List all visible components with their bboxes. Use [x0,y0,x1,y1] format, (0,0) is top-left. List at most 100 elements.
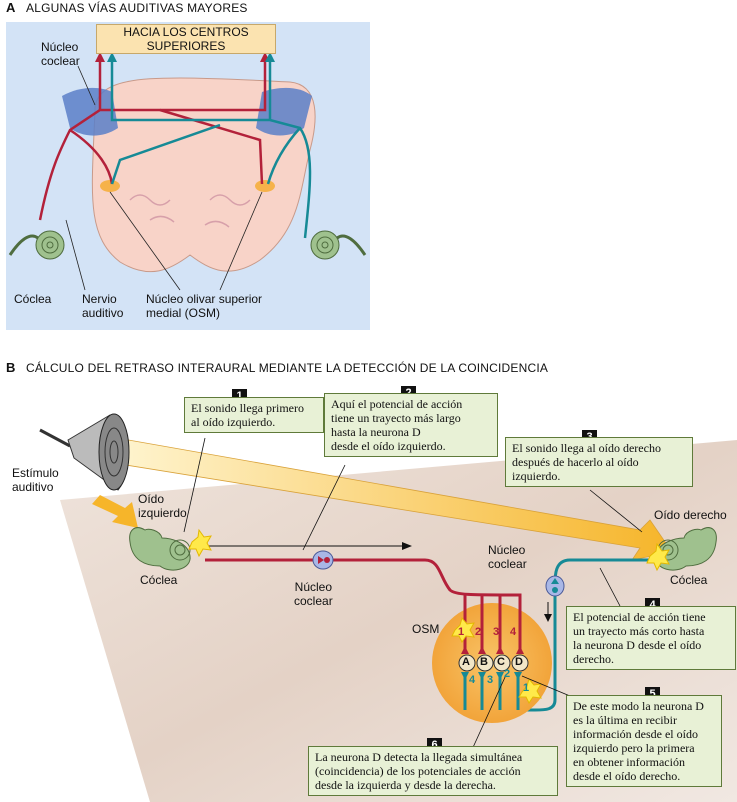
stimulus-label-line-2: auditivo [12,480,54,494]
panel-b-letter: B [6,360,16,375]
callout-5-line-5: en obtener información [573,755,685,769]
callout-5: De este modo la neurona D es la última e… [566,695,722,787]
higher-centers-line-2: SUPERIORES [146,39,226,53]
callout-2-line-1: Aquí el potencial de acción [331,397,463,411]
callout-5-line-3: información desde el oído [573,727,698,741]
panel-a-letter: A [6,0,16,15]
callout-5-line-2: es la última en recibir [573,713,677,727]
auditory-nerve-label: Nervio auditivo [82,292,123,320]
cochlear-nucleus-label-line-2: coclear [41,54,80,68]
olivar-nucleus-label-line-2: medial (OSM) [146,306,221,320]
left-ear-b [129,527,212,571]
left-ear-label: Oído izquierdo [138,492,187,520]
nucleus-left-label: Núcleo coclear [294,580,333,608]
neuron-c-label: C [497,656,505,668]
delay-top-4: 4 [510,626,517,638]
callout-4-line-2: un trayecto más corto hasta [573,624,705,638]
red-pathway-1 [38,60,267,221]
delay-top-2: 2 [475,626,482,638]
neuron-a-label: A [462,656,470,668]
callout-2-line-4: desde el oído izquierdo. [331,439,446,453]
higher-centers-box: HACIA LOS CENTROS SUPERIORES [96,24,276,54]
callout-5-line-1: De este modo la neurona D [573,699,704,713]
callout-4-line-3: la neurona D desde el oído [573,638,702,652]
brainstem-texture [129,194,251,228]
callout-3-line-3: izquierdo. [512,469,561,483]
delay-bottom-4: 4 [469,674,476,686]
right-ear-label: Oído derecho [654,508,727,522]
burst-top-left [451,616,475,643]
nucleus-right-label-line-1: Núcleo [488,543,526,557]
callout-4: El potencial de acción tiene un trayecto… [566,606,736,670]
cochlear-nucleus-label-line-1: Núcleo [41,40,79,54]
panel-a-diagram [8,52,367,291]
cochlea-left-label: Cóclea [140,573,178,587]
olivar-nucleus-label: Núcleo olivar superior medial (OSM) [146,292,262,320]
cochlea-right-label: Cóclea [670,573,708,587]
right-osm [255,180,275,192]
neuron-d [511,654,529,672]
callout-2-line-3: hasta la neurona D [331,425,421,439]
cochlear-nucleus-label: Núcleo coclear [41,40,80,68]
callout-2-line-2: tiene un trayecto más largo [331,411,461,425]
teal-arrowhead-right [265,52,275,62]
delay-bottom-3: 3 [487,674,494,686]
neuron-d-label: D [515,656,523,668]
auditory-nerve-label-line-1: Nervio [82,292,117,306]
olivar-nucleus-label-line-1: Núcleo olivar superior [146,292,263,306]
neuron-b [476,654,494,672]
delay-top-3: 3 [493,626,500,638]
speaker-icon [39,413,130,491]
right-ear-b [646,527,717,572]
delay-bottom-2: 2 [504,668,511,680]
nucleus-right-label: Núcleo coclear [488,543,527,571]
left-cochlear-nucleus [62,87,118,136]
right-ear-a [310,230,367,260]
direction-arrow [402,542,412,550]
neuron-c [493,654,511,672]
cochlea-label-a: Cóclea [14,292,52,306]
delay-top-1: 1 [458,626,465,638]
stimulus-label-line-1: Estímulo [12,466,59,480]
nucleus-left-label-line-2: coclear [294,594,333,608]
teal-pathway-1 [110,60,312,239]
nucleus-left-label-line-1: Núcleo [294,580,333,594]
callout-1-line-1: El sonido llega primero [191,401,304,415]
osm-label: OSM [412,622,440,636]
callout-6-line-2: (coincidencia) de los potenciales de acc… [315,764,521,778]
callout-6-line-3: desde la izquierda y desde la derecha. [315,778,496,792]
callout-6: La neurona D detecta la llegada simultán… [308,746,558,796]
left-osm [100,180,120,192]
teal-pathway-3 [266,127,301,185]
sound-beam-left [92,495,138,528]
red-pathway-3 [69,128,114,185]
neuron-b-label: B [480,656,488,668]
callout-4-line-4: derecho. [573,652,614,666]
callout-4-line-1: El potencial de acción tiene [573,610,706,624]
teal-pathway-4 [110,123,221,185]
callout-1-line-2: al oído izquierdo. [191,415,276,429]
burst-bottom-right [518,677,542,704]
callout-3: El sonido llega al oído derecho después … [505,437,693,487]
left-ear-label-line-2: izquierdo [138,506,187,520]
callout-5-line-4: izquierdo pero la primera [573,741,695,755]
auditory-nerve-label-line-2: auditivo [82,306,124,320]
callout-1: El sonido llega primero al oído izquierd… [184,397,324,433]
delay-bottom-1: 1 [523,682,530,694]
panel-b-title: CÁLCULO DEL RETRASO INTERAURAL MEDIANTE … [26,361,549,375]
neuron-a [458,654,476,672]
nucleus-right-label-line-2: coclear [488,557,527,571]
higher-centers-line-1: HACIA LOS CENTROS [123,25,249,39]
teal-axon-main [463,558,650,712]
red-axon-main [205,558,522,645]
callout-6-line-1: La neurona D detecta la llegada simultán… [315,750,523,764]
red-arrowhead-left [95,52,105,62]
teal-arrowhead-left [107,52,117,62]
callout-2: Aquí el potencial de acción tiene un tra… [324,393,498,457]
callout-3-line-1: El sonido llega al oído derecho [512,441,661,455]
callout-5-line-6: desde el oído derecho. [573,769,681,783]
left-ear-a [8,230,65,260]
right-nucleus-b [545,575,565,597]
callout-3-line-2: después de hacerlo al oído [512,455,639,469]
stimulus-label: Estímulo auditivo [12,466,59,494]
